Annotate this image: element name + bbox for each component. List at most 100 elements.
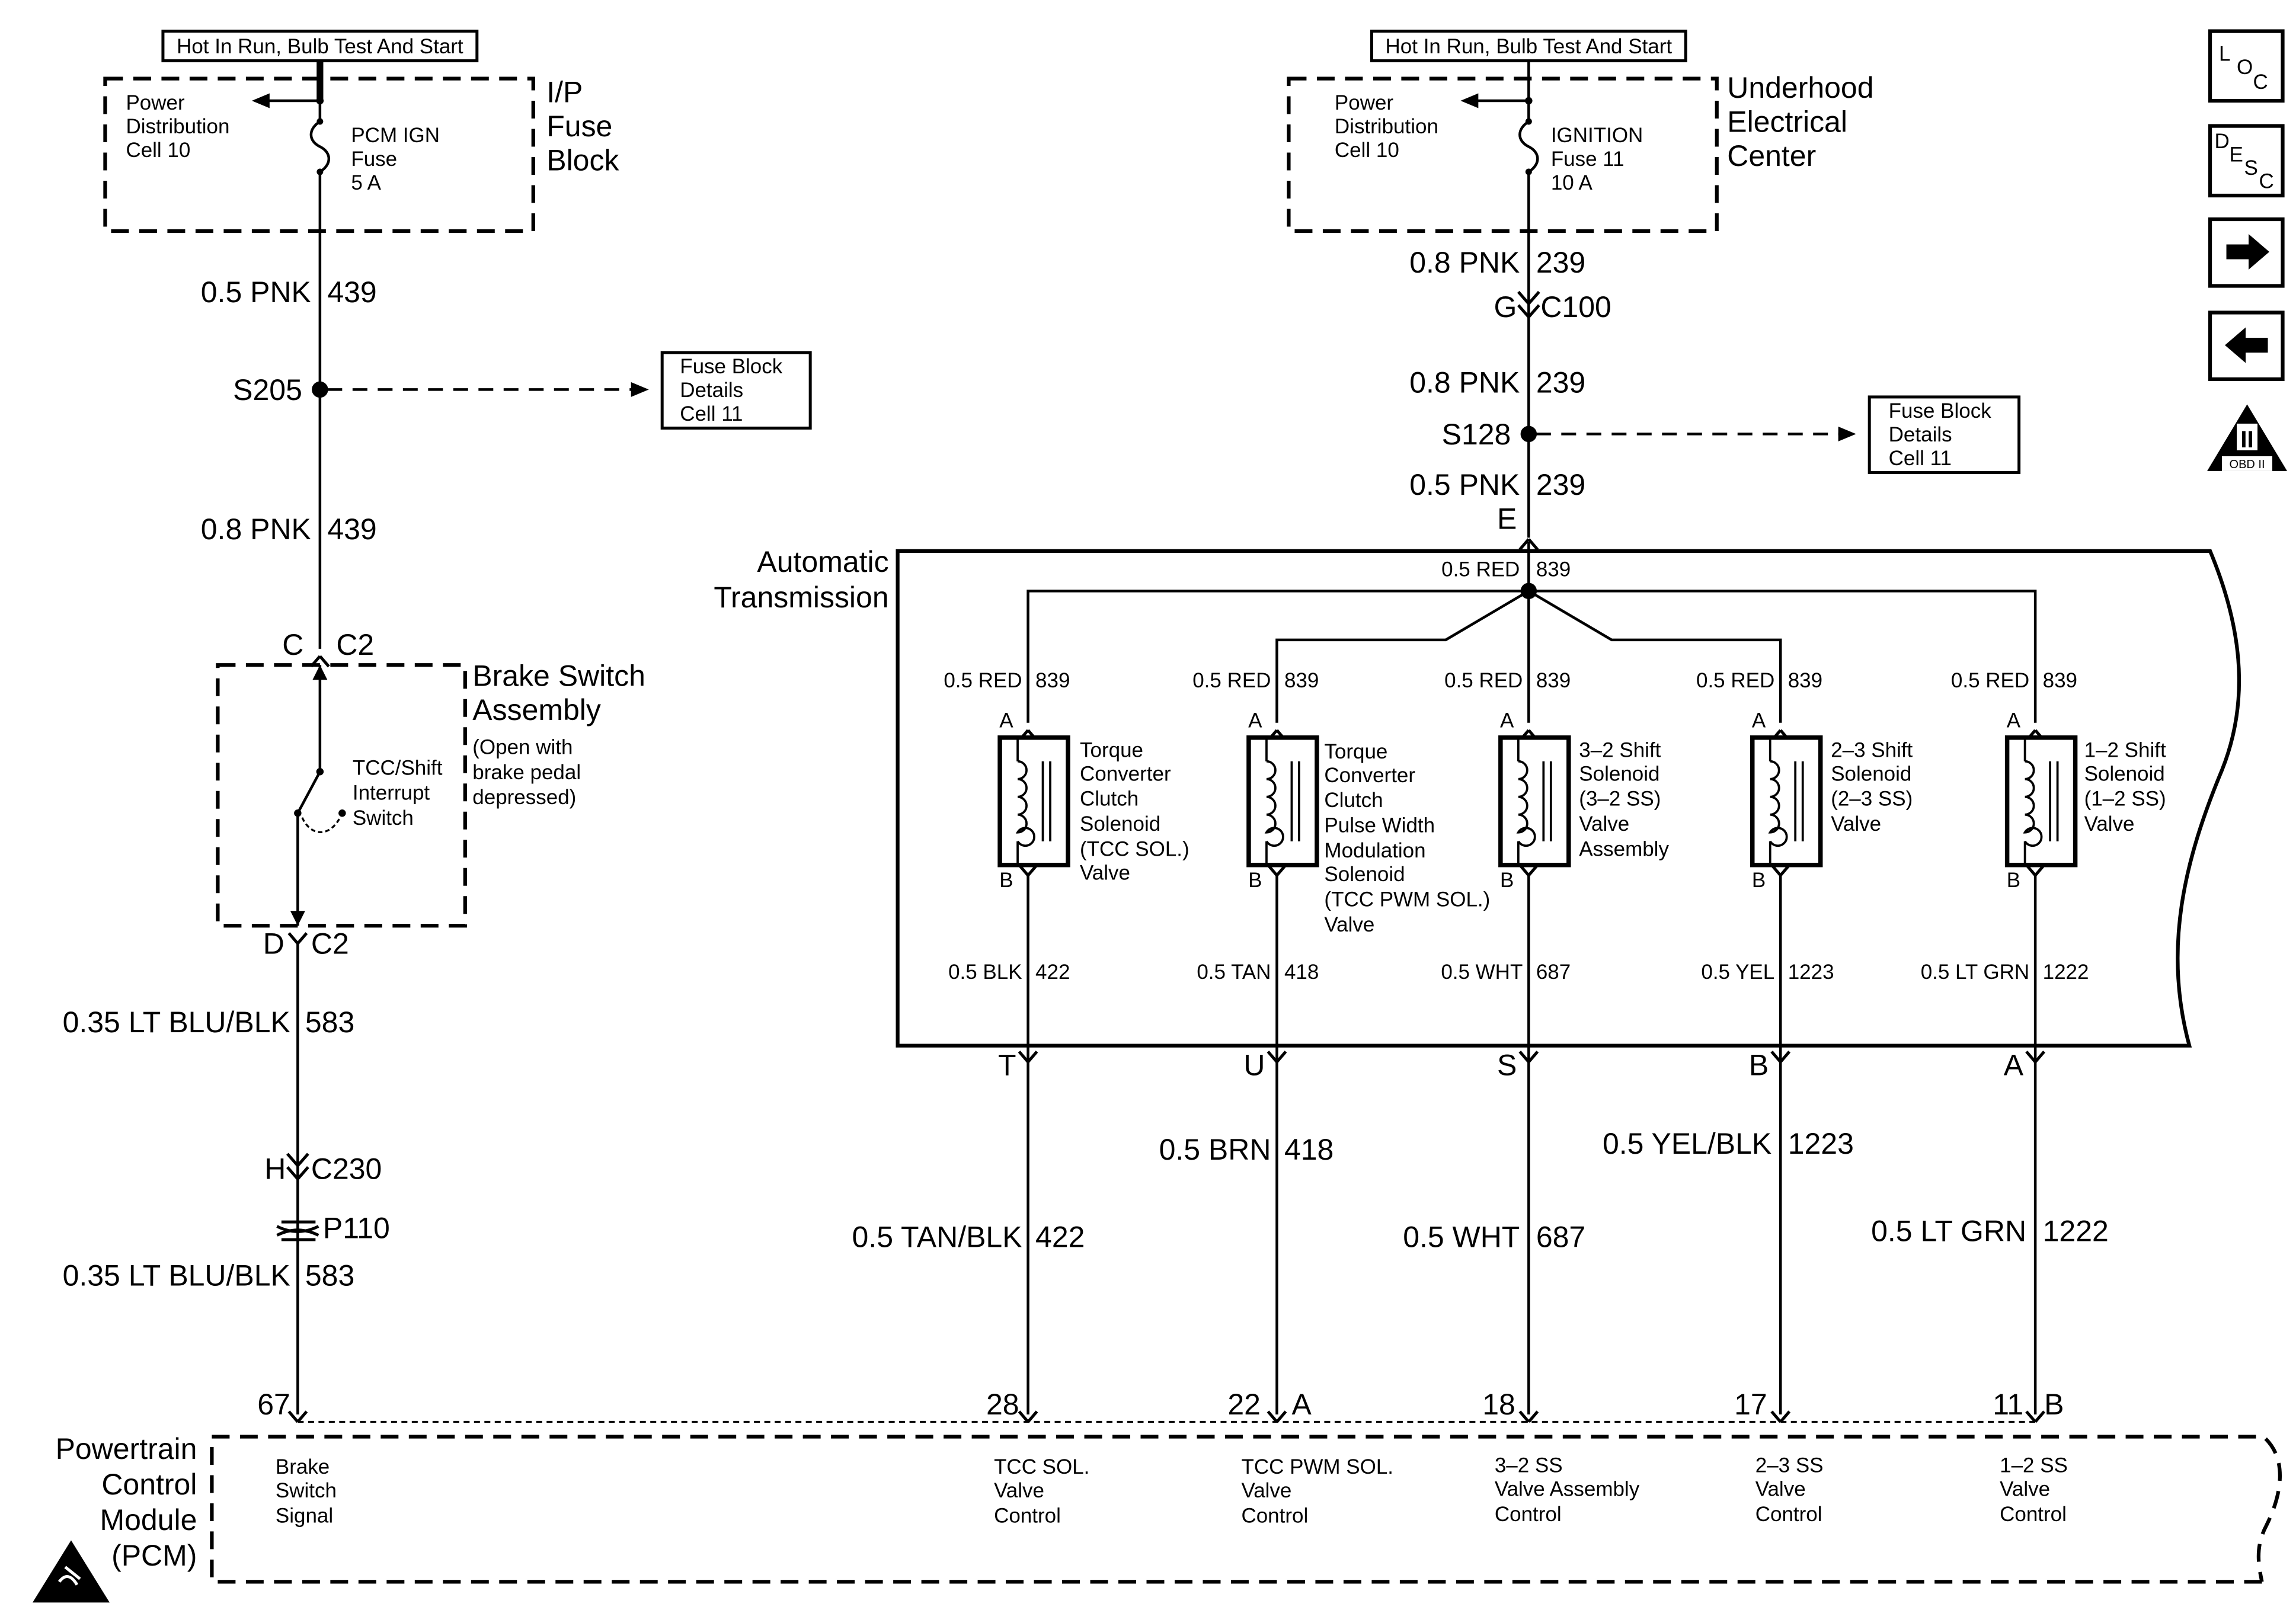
left-circuit: 0.5 PNK 439 S205 Fuse Block Details Cell…: [63, 172, 812, 1414]
sol-pwm-label-1: Torque: [1324, 740, 1387, 763]
sol-23-bot-size: 0.5 YEL: [1701, 961, 1774, 984]
conn-c230-pin: H: [264, 1153, 286, 1186]
sol-12-ext-size: 0.5 LT GRN: [1871, 1215, 2026, 1248]
conn-c2-bot-pin: D: [263, 927, 284, 961]
solenoid-2-3-ss: 0.5 RED 839 A B 2–3 Shift Solenoid (2–3 …: [1603, 669, 1913, 1414]
pcm-pin-18: 18: [1482, 1388, 1515, 1421]
ignition-fuse-label-3: 10 A: [1551, 171, 1593, 194]
switch-label-2: Interrupt: [353, 782, 430, 805]
sol-pwm-label-7: (TCC PWM SOL.): [1324, 888, 1490, 911]
sol-pwm-label-5: Modulation: [1324, 839, 1425, 862]
pcm-conn-a: A: [1291, 1388, 1312, 1421]
left-header-text: Hot In Run, Bulb Test And Start: [177, 35, 463, 58]
sol-tcc-ext-num: 422: [1035, 1221, 1085, 1254]
next-page-button[interactable]: [2208, 217, 2285, 288]
ignition-fuse-label-1: IGNITION: [1551, 124, 1643, 147]
sol-pwm-bot-size: 0.5 TAN: [1197, 961, 1271, 984]
pcm-12-label-2: Valve: [2000, 1477, 2050, 1500]
right-header-text: Hot In Run, Bulb Test And Start: [1386, 35, 1673, 58]
ss-3-2-solenoid-coil: [1501, 738, 1569, 865]
prev-page-button[interactable]: [2208, 311, 2285, 382]
sol-12-pin-a: A: [2007, 709, 2021, 732]
sol-32-bot-num: 687: [1536, 961, 1571, 984]
sol-tcc-top-num: 839: [1035, 669, 1070, 692]
sol-32-ext-size: 0.5 WHT: [1403, 1221, 1520, 1254]
uec-label-2: Electrical: [1727, 105, 1847, 139]
wire-239-num-3: 239: [1536, 468, 1585, 501]
fbd-left-3: Cell 11: [680, 402, 743, 425]
splice-s205: [312, 381, 328, 398]
sol-pwm-label-4: Pulse Width: [1324, 814, 1435, 837]
pcm-ign-fuse-symbol: [309, 120, 330, 173]
sol-pwm-top-size: 0.5 RED: [1192, 669, 1271, 692]
sol-23-bot-num: 1223: [1788, 961, 1834, 984]
right-pd-ref-3: Cell 10: [1335, 139, 1399, 162]
obd-ii-button[interactable]: II OBD II: [2207, 404, 2288, 471]
pcm-name-3: Module: [100, 1503, 197, 1537]
pcm-23-label-1: 2–3 SS: [1755, 1454, 1824, 1477]
left-pd-ref-3: Cell 10: [126, 139, 190, 162]
transmission-label-1: Automatic: [757, 545, 888, 578]
loc-button[interactable]: L O C: [2208, 29, 2285, 103]
brake-signal-label-1: Brake: [276, 1455, 330, 1478]
pcm-ign-fuse-label-3: 5 A: [351, 171, 381, 194]
sol-tcc-label-1: Torque: [1080, 738, 1143, 761]
wire-439-size-1: 0.5 PNK: [201, 276, 311, 309]
fbd-left-2: Details: [680, 379, 743, 402]
fbd-right-3: Cell 11: [1889, 447, 1952, 470]
sol-32-top-num: 839: [1536, 669, 1571, 692]
tcc-shift-interrupt-switch: [296, 771, 321, 814]
sol-12-top-num: 839: [2043, 669, 2077, 692]
pcm-ign-fuse-label-2: Fuse: [351, 148, 397, 171]
obd-ii-numeral: II: [2240, 427, 2253, 453]
sol-23-ext-size: 0.5 YEL/BLK: [1603, 1127, 1771, 1160]
pcm-tcc-label-1: TCC SOL.: [994, 1455, 1089, 1478]
pcm-tcc-label-2: Valve: [994, 1479, 1044, 1502]
bus-wire-size: 0.5 RED: [1441, 558, 1520, 581]
desc-button[interactable]: D E S C: [2208, 124, 2285, 198]
esd-warning-icon: [32, 1540, 110, 1603]
pcm-32-label-1: 3–2 SS: [1495, 1454, 1563, 1477]
sol-23-pin-a: A: [1752, 709, 1766, 732]
wire-439-num-2: 439: [327, 513, 376, 546]
solenoid-3-2-ss: 0.5 RED 839 A B 3–2 Shift Solenoid (3–2 …: [1403, 669, 1669, 1414]
right-pd-ref-2: Distribution: [1335, 115, 1438, 138]
sol-12-label-3: (1–2 SS): [2084, 788, 2166, 811]
sol-23-top-size: 0.5 RED: [1696, 669, 1774, 692]
sol-23-label-2: Solenoid: [1831, 762, 1911, 785]
sol-23-label-4: Valve: [1831, 812, 1881, 836]
ignition-fuse-label-2: Fuse 11: [1551, 148, 1625, 171]
ip-fuse-block-label-3: Block: [546, 144, 619, 177]
sol-tcc-bot-num: 422: [1035, 961, 1070, 984]
fbd-left-1: Fuse Block: [680, 355, 783, 378]
sol-tcc-conn-pin: T: [998, 1049, 1016, 1082]
brake-signal-label-2: Switch: [276, 1479, 337, 1502]
right-feed-circuit: 0.8 PNK 239 G C100 0.8 PNK 239 S128 Fuse…: [1409, 172, 2021, 549]
sol-23-label-1: 2–3 Shift: [1831, 738, 1913, 761]
automatic-transmission: Automatic Transmission 0.5 RED 839: [714, 542, 2241, 1048]
sol-32-conn-pin: S: [1497, 1049, 1517, 1082]
conn-c2-top-pin: C: [282, 628, 303, 661]
splice-s205-label: S205: [233, 373, 302, 406]
c100-name: C100: [1540, 290, 1611, 324]
tcc-solenoid-coil: [1000, 738, 1068, 865]
pcm-ign-fuse-label-1: PCM IGN: [351, 124, 440, 147]
sol-32-label-1: 3–2 Shift: [1579, 738, 1661, 761]
conn-c2-top-name: C2: [336, 628, 374, 661]
ss-2-3-solenoid-coil: [1753, 738, 1821, 865]
sol-tcc-pin-a: A: [999, 709, 1013, 732]
switch-label-3: Switch: [353, 806, 414, 830]
left-arrow-icon: [2225, 327, 2268, 363]
desc-icon-c: C: [2259, 170, 2274, 193]
sol-12-label-2: Solenoid: [2084, 762, 2165, 785]
uec-label-1: Underhood: [1727, 71, 1873, 104]
right-header-box: [1370, 30, 1687, 63]
sol-tcc-top-size: 0.5 RED: [944, 669, 1022, 692]
wire-583-num-2: 583: [305, 1259, 354, 1292]
pcm-outline: [210, 1435, 2282, 1584]
ip-fuse-block-label-2: Fuse: [546, 110, 612, 143]
uec-label-3: Center: [1727, 139, 1816, 172]
pcm-pwm-label-2: Valve: [1241, 1479, 1291, 1502]
pcm-conn-b: B: [2044, 1388, 2064, 1421]
